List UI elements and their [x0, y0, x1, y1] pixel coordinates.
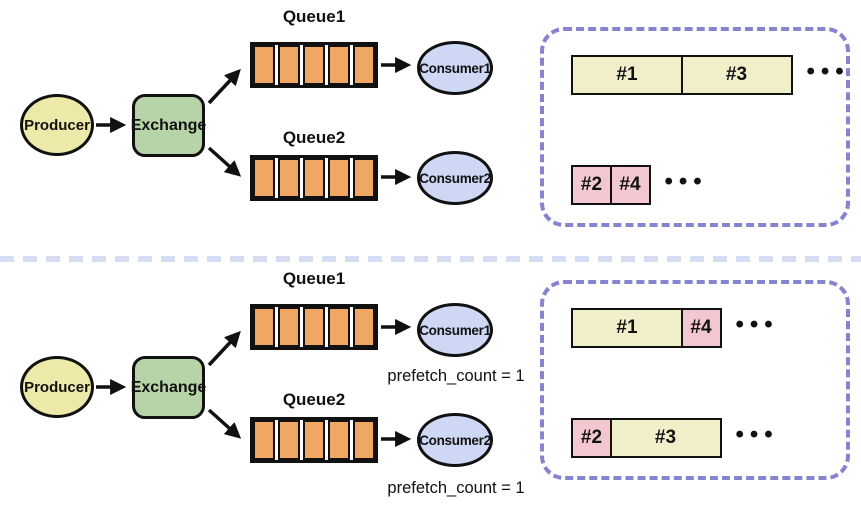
- queue-slot: [253, 45, 275, 85]
- consumer1-prefetch-count-label: prefetch_count = 1: [387, 367, 525, 385]
- message-cell: #4: [609, 165, 651, 205]
- queue-slot: [353, 45, 375, 85]
- exchange-node: Exchange: [130, 356, 207, 419]
- consumer2-messages-row: #2 #3 •••: [571, 418, 779, 458]
- exchange-label: Exchange: [130, 116, 207, 134]
- queue-slot: [328, 158, 350, 198]
- producer-node: Producer: [20, 94, 94, 156]
- producer-node: Producer: [20, 356, 94, 418]
- queue-slot: [353, 420, 375, 460]
- message-distribution-panel: #1 #3 ••• #2 #4 •••: [540, 27, 850, 227]
- queue-slot: [278, 420, 300, 460]
- queue1-node: [250, 304, 378, 350]
- consumer1-messages-row: #1 #4 •••: [571, 308, 779, 348]
- queue-slot: [303, 158, 325, 198]
- queue-slot: [253, 158, 275, 198]
- consumer1-messages-row: #1 #3 •••: [571, 55, 850, 95]
- consumer2-node: Consumer2: [417, 413, 493, 467]
- queue-slot: [253, 420, 275, 460]
- ellipsis-dots: •••: [664, 168, 708, 195]
- queue1-label: Queue1: [282, 269, 346, 288]
- ellipsis-dots: •••: [735, 421, 779, 448]
- section-no-prefetch: Producer Exchange Queue1 Queue2 Consumer…: [0, 0, 861, 260]
- message-cell: #3: [680, 55, 793, 95]
- message-cell: #3: [609, 418, 722, 458]
- producer-label: Producer: [24, 116, 90, 134]
- queue-slot: [303, 420, 325, 460]
- consumer1-node: Consumer1: [417, 41, 493, 95]
- section-divider: [0, 256, 861, 262]
- queue-slot: [278, 307, 300, 347]
- consumer2-label: Consumer2: [419, 170, 491, 186]
- queue2-label: Queue2: [282, 128, 346, 147]
- producer-label: Producer: [24, 378, 90, 396]
- message-cell: #2: [571, 165, 612, 205]
- queue-slot: [353, 307, 375, 347]
- queue1-label: Queue1: [282, 7, 346, 26]
- consumer1-label: Consumer1: [419, 322, 491, 338]
- queue-slot: [353, 158, 375, 198]
- queue1-node: [250, 42, 378, 88]
- queue-slot: [328, 307, 350, 347]
- consumer2-label: Consumer2: [419, 432, 491, 448]
- consumer2-prefetch-count-label: prefetch_count = 1: [387, 479, 525, 497]
- queue2-node: [250, 417, 378, 463]
- queue-slot: [328, 45, 350, 85]
- message-cell: #1: [571, 308, 683, 348]
- queue-slot: [303, 45, 325, 85]
- queue-slot: [278, 45, 300, 85]
- consumer1-node: Consumer1: [417, 303, 493, 357]
- queue-slot: [253, 307, 275, 347]
- message-cell: #4: [680, 308, 722, 348]
- queue-slot: [303, 307, 325, 347]
- exchange-node: Exchange: [130, 94, 207, 157]
- message-cell: #2: [571, 418, 612, 458]
- consumer1-label: Consumer1: [419, 60, 491, 76]
- consumer2-messages-row: #2 #4 •••: [571, 165, 708, 205]
- consumer2-node: Consumer2: [417, 151, 493, 205]
- message-distribution-panel: #1 #4 ••• #2 #3 •••: [540, 280, 850, 480]
- queue2-node: [250, 155, 378, 201]
- section-with-prefetch: Producer Exchange Queue1 Queue2 Consumer…: [0, 262, 861, 522]
- exchange-label: Exchange: [130, 378, 207, 396]
- queue-slot: [328, 420, 350, 460]
- message-cell: #1: [571, 55, 683, 95]
- queue-slot: [278, 158, 300, 198]
- queue2-label: Queue2: [282, 390, 346, 409]
- ellipsis-dots: •••: [735, 311, 779, 338]
- ellipsis-dots: •••: [806, 58, 850, 85]
